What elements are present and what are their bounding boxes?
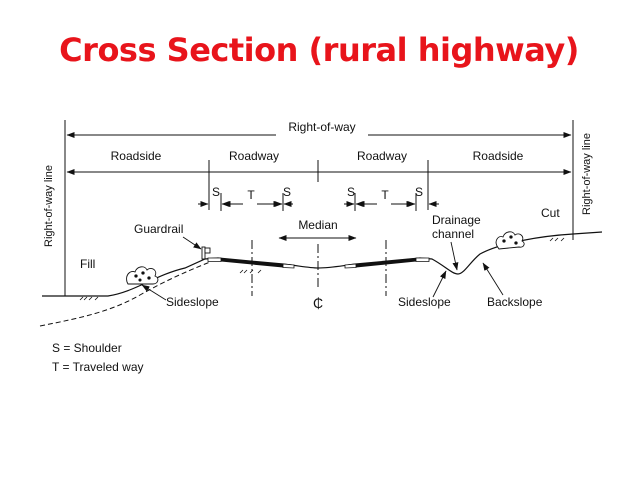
sideslope-left-label: Sideslope — [166, 295, 219, 309]
shoulder-label-3: S — [347, 185, 355, 199]
drainage-label: Drainage — [432, 213, 481, 227]
shoulder-left-inner — [282, 263, 295, 269]
shoulder-right-inner — [344, 263, 357, 269]
cut-label: Cut — [541, 206, 560, 220]
legend-traveled-way: T = Traveled way — [52, 360, 144, 374]
drainage-leader — [450, 241, 459, 271]
shoulder-left-outer — [207, 257, 222, 262]
sideslope-left-leader — [141, 284, 167, 301]
original-ground-line — [39, 261, 211, 327]
sideslope-right-leader — [432, 270, 447, 298]
zone-label-roadway-left: Roadway — [229, 149, 279, 163]
traveled-way-label-2: T — [381, 188, 389, 202]
legend-shoulder: S = Shoulder — [52, 341, 122, 355]
shrub-right-icon — [495, 231, 525, 250]
guardrail-label: Guardrail — [134, 222, 183, 236]
shoulder-label-2: S — [283, 185, 291, 199]
zone-label-roadside-right: Roadside — [473, 149, 524, 163]
guardrail-leader — [182, 236, 202, 250]
row-line-label-right: Right-of-way line — [581, 133, 593, 215]
shoulder-label-1: S — [212, 185, 220, 199]
guardrail-icon — [201, 246, 211, 260]
slide-title: Cross Section (rural highway) — [59, 31, 579, 69]
backslope-label: Backslope — [487, 295, 543, 309]
shrub-left-icon — [126, 266, 159, 285]
soil-hatching — [79, 237, 565, 301]
fill-label: Fill — [80, 257, 95, 271]
row-line-label-left: Right-of-way line — [43, 165, 55, 247]
backslope-leader — [482, 262, 504, 296]
channel-label: channel — [432, 227, 474, 241]
shoulder-right-outer — [415, 257, 430, 262]
sideslope-right-label: Sideslope — [398, 295, 451, 309]
zone-label-roadway-right: Roadway — [357, 149, 407, 163]
right-of-way-label: Right-of-way — [288, 120, 355, 134]
shoulder-label-4: S — [415, 185, 423, 199]
centerline-symbol: ₵ — [313, 295, 323, 311]
traveled-way-label-1: T — [247, 188, 255, 202]
median-label: Median — [298, 218, 337, 232]
zone-label-roadside-left: Roadside — [111, 149, 162, 163]
